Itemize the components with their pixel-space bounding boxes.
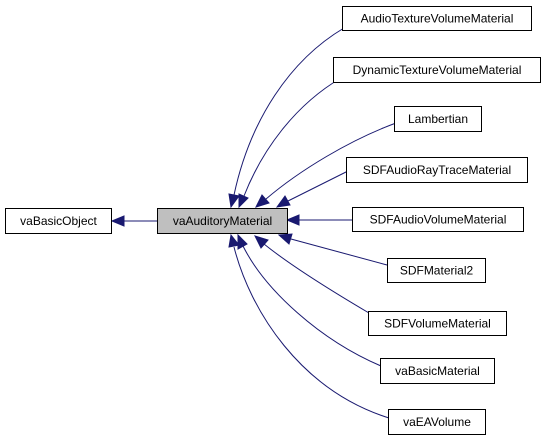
arrowhead-audiotexturevolumematerial bbox=[228, 193, 240, 209]
node-vabasicmaterial[interactable]: vaBasicMaterial bbox=[380, 358, 495, 384]
edge-audiotexturevolumematerial bbox=[233, 27, 345, 196]
edge-sdfaudioraytracematerial bbox=[287, 169, 351, 202]
node-box bbox=[394, 106, 482, 132]
node-dynamictexturevolumematerial[interactable]: DynamicTextureVolumeMaterial bbox=[333, 57, 541, 83]
node-box bbox=[380, 358, 495, 384]
node-box bbox=[352, 207, 524, 232]
node-vaeavolume[interactable]: vaEAVolume bbox=[388, 409, 486, 435]
arrowhead-sdfaudioraytracematerial bbox=[275, 195, 291, 208]
node-lambertian[interactable]: Lambertian bbox=[394, 106, 482, 132]
node-box bbox=[368, 311, 507, 336]
edges bbox=[110, 27, 397, 419]
node-label: AudioTextureVolumeMaterial bbox=[361, 12, 514, 26]
arrowhead-sdfvolumematerial bbox=[254, 235, 269, 249]
arrowhead-vaeavolume bbox=[228, 233, 240, 248]
node-label: SDFMaterial2 bbox=[400, 264, 474, 278]
node-sdfaudiovolumematerial[interactable]: SDFAudioVolumeMaterial bbox=[352, 207, 524, 232]
edge-vaeavolume bbox=[233, 246, 390, 419]
node-label: SDFAudioVolumeMaterial bbox=[370, 213, 507, 227]
arrowhead-vabasicmaterial bbox=[237, 233, 248, 250]
node-label: SDFAudioRayTraceMaterial bbox=[363, 163, 511, 177]
node-box bbox=[333, 57, 541, 83]
node-sdfmaterial2[interactable]: SDFMaterial2 bbox=[387, 258, 486, 283]
node-vaauditorymaterial[interactable]: vaAuditoryMaterial bbox=[157, 208, 288, 234]
arrowhead-sdfmaterial2 bbox=[277, 233, 293, 245]
arrowhead-base bbox=[110, 215, 125, 227]
arrowhead-sdfaudiovolumematerial bbox=[285, 214, 300, 226]
node-box-current bbox=[157, 208, 288, 234]
edge-sdfmaterial2 bbox=[290, 238, 388, 266]
node-box bbox=[346, 157, 528, 183]
arrowhead-dynamictexturevolumematerial bbox=[238, 193, 249, 209]
node-box bbox=[5, 208, 112, 234]
arrowhead-lambertian bbox=[255, 194, 270, 208]
node-box bbox=[388, 409, 486, 435]
edge-dynamictexturevolumematerial bbox=[243, 77, 342, 197]
node-label: vaBasicObject bbox=[20, 214, 97, 228]
node-vabasicobject[interactable]: vaBasicObject bbox=[5, 208, 112, 234]
node-label: vaAuditoryMaterial bbox=[173, 214, 272, 228]
edge-sdfvolumematerial bbox=[263, 243, 370, 314]
node-label: vaEAVolume bbox=[403, 415, 471, 429]
node-box bbox=[342, 6, 532, 31]
node-label: DynamicTextureVolumeMaterial bbox=[353, 63, 522, 77]
node-box bbox=[387, 258, 486, 283]
node-label: SDFVolumeMaterial bbox=[384, 317, 491, 331]
node-audiotexturevolumematerial[interactable]: AudioTextureVolumeMaterial bbox=[342, 6, 532, 31]
node-sdfvolumematerial[interactable]: SDFVolumeMaterial bbox=[368, 311, 507, 336]
node-sdfaudioraytracematerial[interactable]: SDFAudioRayTraceMaterial bbox=[346, 157, 528, 183]
edge-vabasicmaterial bbox=[242, 245, 382, 367]
edge-lambertian bbox=[265, 122, 397, 200]
node-label: vaBasicMaterial bbox=[395, 364, 480, 378]
node-label: Lambertian bbox=[408, 112, 468, 126]
